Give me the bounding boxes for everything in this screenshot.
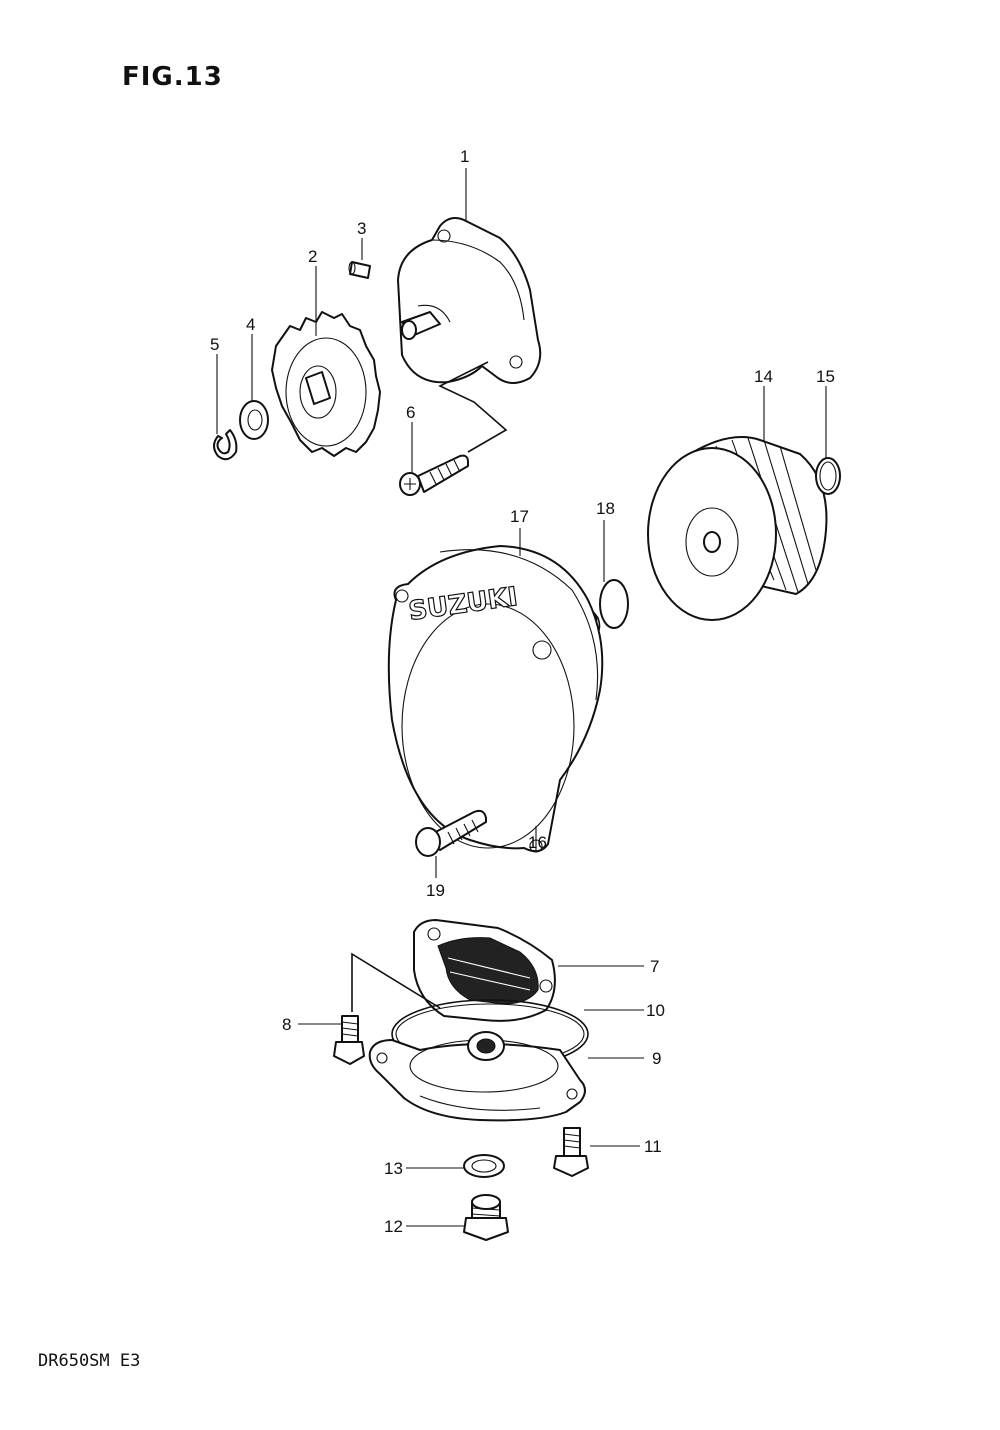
oil-filter — [647, 436, 828, 621]
callout-10: 10 — [646, 1001, 665, 1020]
callout-12: 12 — [384, 1217, 403, 1236]
figure-title: FIG.13 — [122, 62, 223, 92]
callout-9: 9 — [652, 1049, 661, 1068]
pin — [348, 261, 371, 279]
callout-2: 2 — [308, 247, 317, 266]
callout-19: 19 — [426, 881, 445, 900]
strainer-bolt — [333, 1015, 365, 1065]
washer — [239, 400, 269, 440]
filter-o-ring — [815, 457, 841, 495]
oil-strainer — [413, 919, 556, 1022]
callout-5: 5 — [210, 335, 219, 354]
callout-18: 18 — [596, 499, 615, 518]
callout-7: 7 — [650, 957, 659, 976]
callout-13: 13 — [384, 1159, 403, 1178]
pump-screw — [399, 454, 469, 496]
sump-bolt — [553, 1127, 589, 1177]
callout-3: 3 — [357, 219, 366, 238]
callout-14: 14 — [754, 367, 773, 386]
screw-reference-line — [438, 361, 508, 453]
callouts: 1 2 3 4 5 6 7 8 9 10 11 12 13 14 15 16 1… — [210, 147, 835, 1236]
circlip — [213, 429, 238, 461]
cap-bolt — [415, 809, 487, 857]
model-code: DR650SM E3 — [38, 1351, 140, 1371]
drain-plug — [463, 1194, 509, 1241]
oil-sump-cover — [368, 1031, 586, 1122]
callout-4: 4 — [246, 315, 255, 334]
callout-11: 11 — [644, 1137, 662, 1156]
callout-1: 1 — [460, 147, 469, 166]
oil-pump-driven-gear — [271, 311, 381, 457]
drain-plug-gasket — [463, 1154, 505, 1178]
oil-pump-assembly — [397, 217, 542, 384]
callout-6: 6 — [406, 403, 415, 422]
callout-16: 16 — [528, 833, 547, 852]
oil-filter-cap: SUZUKI — [387, 545, 604, 853]
strainer-reference-line — [351, 952, 441, 1012]
leader-lines — [216, 168, 827, 1227]
callout-8: 8 — [282, 1015, 291, 1034]
callout-17: 17 — [510, 507, 529, 526]
callout-15: 15 — [816, 367, 835, 386]
